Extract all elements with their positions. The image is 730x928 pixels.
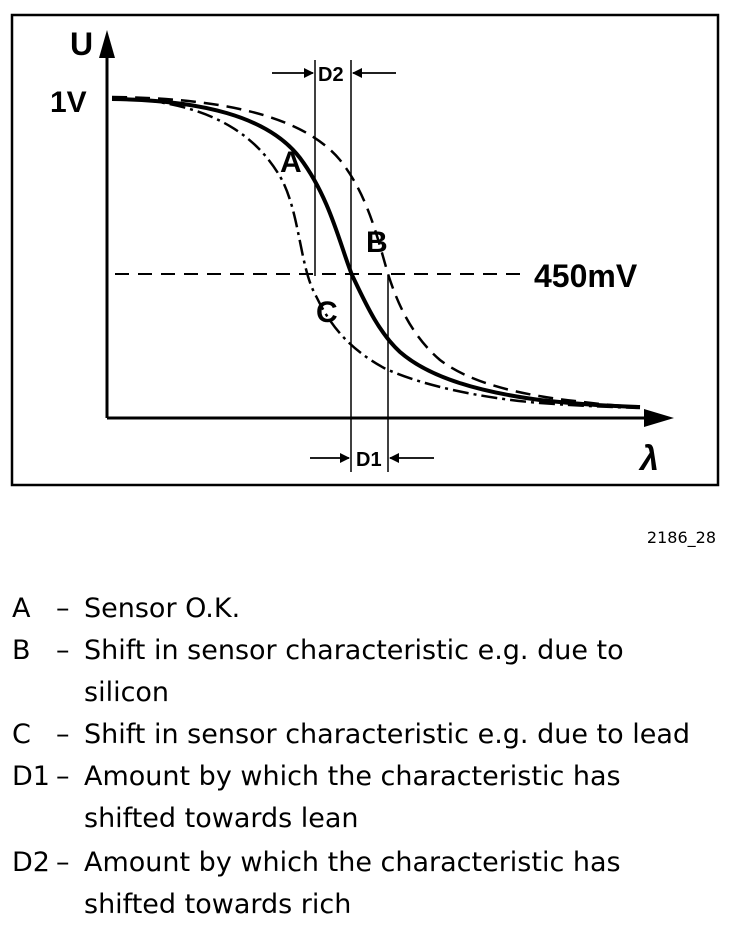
legend-text: Shift in sensor characteristic e.g. due …	[84, 635, 624, 708]
sensor-characteristic-diagram: U 1V 450mV A B C D2 D1 λ	[10, 13, 720, 487]
legend-key: A	[12, 593, 31, 624]
legend-key: C	[12, 719, 31, 750]
d1-label: D1	[356, 449, 382, 471]
legend-key: D1	[12, 761, 50, 792]
legend-item: D2 – Amount by which the characteristic …	[12, 842, 712, 926]
legend-dash: –	[56, 847, 70, 878]
diagram-svg: U 1V 450mV A B C D2 D1 λ	[10, 13, 720, 487]
curve-b	[111, 95, 641, 409]
level-450mv-label: 450mV	[534, 258, 638, 294]
y-axis-arrow	[99, 30, 115, 58]
legend-text: Amount by which the characteristic has s…	[84, 761, 621, 834]
legend-item: C – Shift in sensor characteristic e.g. …	[12, 714, 712, 756]
legend-text: Shift in sensor characteristic e.g. due …	[84, 719, 691, 750]
x-axis-label: λ	[638, 440, 659, 478]
y-axis-label: U	[70, 26, 93, 62]
curve-c	[111, 96, 641, 410]
curve-a	[111, 97, 641, 409]
curve-c-label: C	[316, 296, 338, 329]
legend-item: A – Sensor O.K.	[12, 588, 712, 630]
legend-text: Amount by which the characteristic has s…	[84, 847, 621, 920]
legend-key: D2	[12, 847, 50, 878]
legend-dash: –	[56, 719, 70, 750]
legend-dash: –	[56, 635, 70, 666]
level-1v-label: 1V	[50, 86, 87, 119]
legend-dash: –	[56, 761, 70, 792]
legend-item: B – Shift in sensor characteristic e.g. …	[12, 630, 712, 714]
d2-label: D2	[318, 64, 344, 86]
legend-dash: –	[56, 593, 70, 624]
curve-a-label: A	[280, 146, 302, 179]
legend-text: Sensor O.K.	[84, 593, 241, 624]
curve-b-label: B	[366, 226, 388, 259]
figure-id: 2186_28	[646, 528, 716, 547]
x-axis-arrow	[644, 409, 674, 427]
diagram-border	[10, 13, 720, 487]
legend-key: B	[12, 635, 31, 666]
legend-item: D1 – Amount by which the characteristic …	[12, 756, 712, 840]
legend: A – Sensor O.K. B – Shift in sensor char…	[12, 588, 712, 928]
